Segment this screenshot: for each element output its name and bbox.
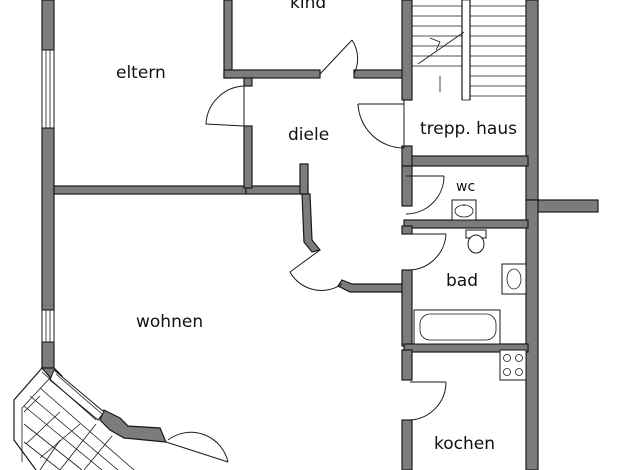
wall-wohnen-bad [337,279,407,293]
wall-wohnen-diele-top [245,185,309,195]
wall-diele-stub [299,163,309,195]
door-treppenhaus [357,100,405,149]
label-bad: bad [446,271,478,291]
door-wc [405,175,445,215]
door-wohnen [289,249,343,291]
label-diele: diele [288,125,329,145]
wall-west-upper [41,0,55,51]
stove [499,349,527,381]
wall-kochen-west [401,419,413,470]
room-labels: kind eltern diele trepp. haus wc bad woh… [116,0,517,454]
toilet [465,229,487,254]
wall-kind-south-right [353,69,407,79]
wall-wohnen-diele [301,193,322,253]
wall-eltern-east-upper [243,77,253,87]
wall-stair-east [525,0,539,201]
wall-bad-west [401,269,413,347]
wall-kind-west [223,0,233,79]
fixtures [412,199,527,381]
wall-stair-south [403,155,529,167]
label-treppenhaus: trepp. haus [420,119,517,139]
doors [165,39,447,463]
wall-kind-south-left [223,69,321,79]
door-eltern [205,85,245,127]
window-wohnen [41,309,55,343]
label-eltern: eltern [116,63,166,83]
door-terrace [165,431,229,463]
window-eltern [41,49,55,129]
wc-washbasin [451,199,477,221]
wall-eltern-east [243,125,253,189]
label-kind: kind [290,0,326,13]
wall-stair-west [401,0,413,101]
bathtub [413,309,501,345]
wall-kochen-west-upper [401,349,413,381]
wall-wc-west [401,165,413,207]
wall-bad-west-upper [401,225,413,235]
window-bay-diagonal [49,369,105,421]
door-kochen [409,381,447,421]
label-wohnen: wohnen [136,312,203,332]
windows [41,49,105,421]
wall-wc-south [403,219,529,229]
bay-terrace [13,367,135,470]
wall-treppenhaus-west [401,145,413,167]
label-wc: wc [456,179,475,195]
label-kochen: kochen [434,434,495,454]
wall-eltern-wohnen [53,185,247,195]
wall-east-main [525,199,539,470]
staircase [412,0,526,101]
wall-west-lower [41,341,55,369]
door-bad [406,233,447,271]
door-kind [319,39,359,75]
washbasin-bad [501,263,527,295]
wall-bay-south [99,409,167,443]
wall-west-middle [41,127,55,311]
